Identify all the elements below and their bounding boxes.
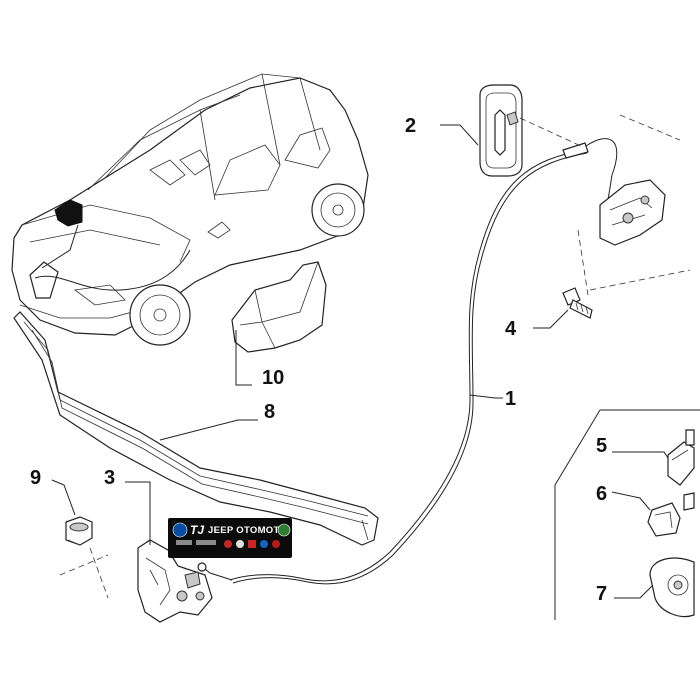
part-3-latch — [125, 481, 213, 623]
callout-9: 9 — [30, 467, 41, 489]
part-7-bracket — [614, 557, 695, 618]
detail-frame — [554, 409, 700, 620]
part-2-handle — [440, 84, 584, 177]
watermark-brand: JEEP OTOMOTİV — [208, 525, 290, 536]
part-4-bolt — [533, 287, 593, 329]
callout-2: 2 — [405, 115, 416, 137]
callout-4: 4 — [505, 318, 517, 340]
car-illustration — [11, 73, 369, 346]
callout-6: 6 — [596, 483, 607, 505]
callout-5: 5 — [596, 435, 607, 457]
part-10-bracket — [231, 261, 327, 386]
part-9-bushing — [51, 479, 109, 599]
part-5-clip — [612, 429, 695, 486]
callout-3: 3 — [104, 467, 115, 489]
callout-10: 10 — [262, 367, 284, 389]
callout-7: 7 — [596, 583, 607, 605]
callout-8: 8 — [264, 401, 275, 423]
watermark-initials: TJ — [190, 523, 204, 537]
part-8-crossbar — [13, 311, 379, 546]
part-6-grommet — [611, 491, 695, 537]
watermark-logo: TJ JEEP OTOMOTİV — [168, 518, 292, 558]
part-1-cable — [197, 138, 618, 585]
callout-1: 1 — [505, 388, 516, 410]
latch-assembly — [577, 114, 691, 296]
